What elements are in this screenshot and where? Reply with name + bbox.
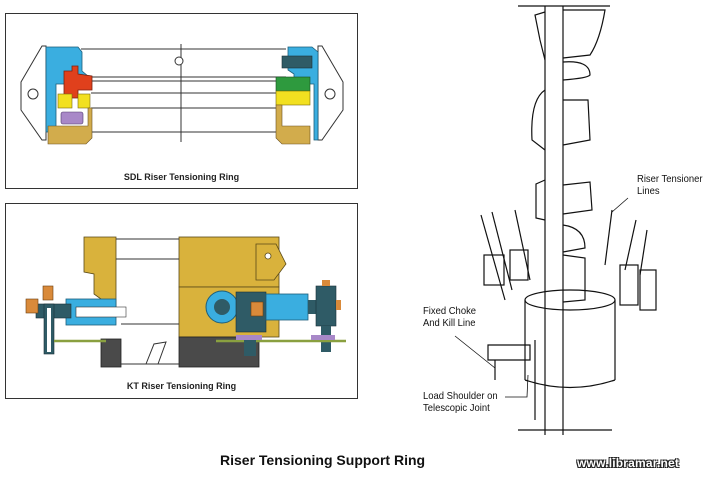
sdl-ring-drawing bbox=[20, 44, 344, 145]
left-yellow-block-a bbox=[57, 93, 73, 109]
tensioner-ring-bottom bbox=[524, 379, 616, 389]
ring-lines bbox=[81, 44, 286, 142]
left-lug-hole bbox=[27, 88, 39, 100]
kt-lugs bbox=[255, 243, 287, 281]
center-bolt bbox=[174, 56, 184, 66]
leader-shoulder bbox=[505, 374, 529, 398]
watermark: www.libramar.net bbox=[577, 456, 680, 470]
kt-ring-panel: KT Riser Tensioning Ring bbox=[5, 203, 358, 399]
left-purple-block bbox=[60, 111, 84, 125]
left-dark-base bbox=[100, 338, 122, 368]
left-valve-assembly bbox=[25, 285, 127, 355]
label-choke-line-2: And Kill Line bbox=[423, 317, 476, 329]
kt-ring-drawing bbox=[25, 236, 346, 368]
sdl-ring-panel: SDL Riser Tensioning Ring bbox=[5, 13, 358, 189]
right-lug-hole bbox=[324, 88, 336, 100]
right-blue-body bbox=[287, 46, 319, 141]
leader-choke bbox=[454, 335, 496, 369]
right-valve-assembly bbox=[205, 280, 346, 356]
flex-joint bbox=[562, 9, 606, 59]
label-tensioner-lines: Riser Tensioner Lines bbox=[637, 173, 702, 197]
tensioner-ring-top bbox=[524, 289, 616, 311]
leader-tensioner bbox=[611, 197, 629, 213]
left-red-piston bbox=[63, 65, 93, 99]
right-tan-base bbox=[275, 104, 311, 145]
right-green-block bbox=[275, 76, 311, 92]
label-choke-kill: Fixed Choke And Kill Line bbox=[423, 305, 476, 329]
label-choke-line-1: Fixed Choke bbox=[423, 305, 477, 317]
label-tensioner-line-1: Riser Tensioner bbox=[637, 173, 703, 185]
right-dark-clamp bbox=[281, 55, 313, 69]
label-tensioner-line-2: Lines bbox=[637, 185, 660, 197]
left-yellow-block-b bbox=[77, 93, 91, 109]
kt-ring-lines bbox=[116, 238, 179, 365]
right-yellow-block bbox=[275, 90, 311, 106]
figure-title: Riser Tensioning Support Ring bbox=[220, 452, 426, 468]
label-shoulder-line-1: Load Shoulder on bbox=[423, 390, 498, 402]
left-tan-base bbox=[47, 107, 93, 145]
flange-joint bbox=[562, 181, 593, 215]
sdl-caption: SDL Riser Tensioning Ring bbox=[123, 172, 240, 182]
kt-caption: KT Riser Tensioning Ring bbox=[126, 381, 237, 391]
label-shoulder-line-2: Telescopic Joint bbox=[423, 402, 490, 414]
label-load-shoulder: Load Shoulder on Telescopic Joint bbox=[423, 390, 498, 414]
